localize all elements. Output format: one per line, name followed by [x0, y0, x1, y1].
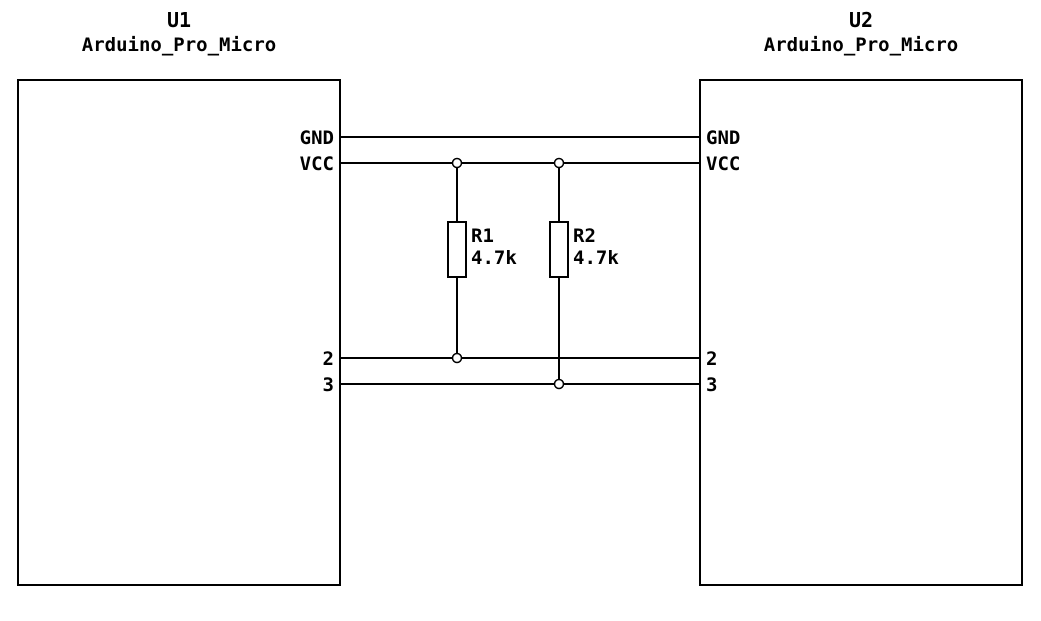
junction-pin2-r1	[451, 352, 463, 364]
resistor-r2-body	[549, 221, 569, 278]
u2-pin-3-label: 3	[706, 374, 717, 396]
u2-reference-label: U2	[849, 8, 873, 32]
component-u1-body	[17, 79, 341, 586]
u2-value-label: Arduino_Pro_Micro	[764, 34, 958, 56]
u2-pin-2-label: 2	[706, 348, 717, 370]
junction-vcc-r1	[451, 157, 463, 169]
component-u2-body	[699, 79, 1023, 586]
resistor-r1-body	[447, 221, 467, 278]
r2-reference-label: R2	[573, 225, 596, 247]
r2-value-label: 4.7k	[573, 247, 619, 269]
u2-pin-vcc-label: VCC	[706, 153, 740, 175]
junction-vcc-r2	[553, 157, 565, 169]
u1-pin-2-label: 2	[323, 348, 334, 370]
r1-value-label: 4.7k	[471, 247, 517, 269]
junction-pin3-r2	[553, 378, 565, 390]
r1-reference-label: R1	[471, 225, 494, 247]
u2-pin-gnd-label: GND	[706, 127, 740, 149]
u1-pin-gnd-label: GND	[300, 127, 334, 149]
u1-reference-label: U1	[167, 8, 191, 32]
u1-value-label: Arduino_Pro_Micro	[82, 34, 276, 56]
u1-pin-3-label: 3	[323, 374, 334, 396]
u1-pin-vcc-label: VCC	[300, 153, 334, 175]
